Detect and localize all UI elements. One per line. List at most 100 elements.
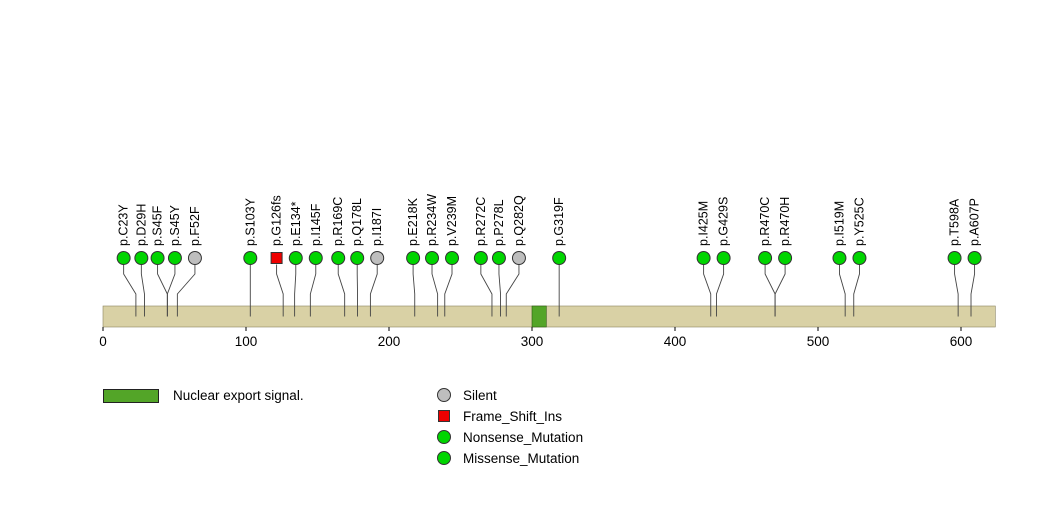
mutation-marker-missense_mutation [445, 251, 460, 265]
mutation-label: p.I187I [370, 208, 384, 246]
legend-item-nonsense_mutation: Nonsense_Mutation [437, 429, 584, 445]
lollipop-stem [176, 264, 196, 317]
mutation-marker-missense_mutation [425, 251, 440, 265]
mutation-label: p.R272C [474, 197, 488, 246]
lollipop-stem [498, 264, 501, 317]
lollipop-stem [166, 264, 176, 317]
lollipop-stem [853, 264, 860, 317]
mutation-marker-missense_mutation [852, 251, 867, 265]
circle-swatch-icon [437, 430, 451, 444]
lollipop-stem [716, 264, 725, 317]
mutation-marker-missense_mutation [716, 251, 731, 265]
lollipop-stem [337, 264, 346, 317]
mutation-label: p.S45F [151, 205, 165, 246]
lollipop-stem [431, 264, 439, 317]
mutation-label: p.T598A [948, 198, 962, 246]
circle-swatch-icon [437, 388, 451, 402]
lollipop-stem [839, 264, 846, 317]
mutation-label: p.S103Y [243, 197, 257, 246]
mutation-label: p.R470C [758, 197, 772, 246]
mutation-marker-missense_mutation [696, 251, 711, 265]
mutation-label: p.C23Y [117, 204, 131, 246]
mutation-marker-missense_mutation [308, 251, 323, 265]
lollipop-stem [369, 264, 378, 317]
square-swatch-icon [438, 410, 450, 422]
mutation-label: p.I145F [309, 203, 323, 246]
mutation-label: p.R470H [778, 197, 792, 246]
mutation-label: p.G126fs [270, 195, 284, 246]
lollipop-stem [703, 264, 712, 317]
lollipop-stem [276, 264, 284, 317]
lollipop-stem [774, 264, 786, 317]
mutation-label: p.Q178L [350, 198, 364, 246]
mutation-label: p.D29H [134, 204, 148, 246]
domain-legend-label: Nuclear export signal. [173, 388, 304, 403]
mutation-marker-silent [370, 251, 385, 265]
axis-tick-label: 100 [235, 334, 258, 349]
axis-tick-label: 500 [807, 334, 830, 349]
lollipop-stem [444, 264, 453, 317]
protein-bar [102, 305, 996, 328]
mutation-marker-missense_mutation [150, 251, 165, 265]
legend-item-missense_mutation: Missense_Mutation [437, 450, 583, 466]
axis-tick-label: 0 [99, 334, 107, 349]
mutation-label: p.E218K [406, 197, 420, 246]
domain-legend-swatch [103, 388, 159, 403]
lollipop-stem [412, 264, 416, 317]
mutation-marker-missense_mutation [967, 251, 982, 265]
mutation-label: p.S45Y [168, 204, 182, 246]
mutation-marker-missense_mutation [552, 251, 567, 265]
lollipop-stem [309, 264, 317, 317]
mutation-label: p.I519M [832, 201, 846, 246]
mutation-label: p.E134* [289, 201, 303, 246]
mutation-label: p.A607P [968, 198, 982, 246]
mutation-marker-silent [511, 251, 526, 265]
mutation-marker-missense_mutation [758, 251, 773, 265]
domain-legend: Nuclear export signal. [103, 388, 304, 403]
lollipop-stem [954, 264, 959, 317]
circle-swatch-icon [437, 451, 451, 465]
mutation-marker-silent [187, 251, 202, 265]
axis-tick-label: 200 [378, 334, 401, 349]
mutation-marker-missense_mutation [832, 251, 847, 265]
mutation-label: p.P278L [492, 199, 506, 246]
mutation-marker-missense_mutation [947, 251, 962, 265]
mutation-marker-missense_mutation [116, 251, 131, 265]
mutation-label: p.R169C [331, 197, 345, 246]
lollipop-stem [140, 264, 145, 317]
legend-item-label: Missense_Mutation [463, 450, 580, 466]
mutation-label: p.I425M [697, 201, 711, 246]
lollipop-stem [294, 264, 297, 317]
mutation-label: p.Y525C [852, 197, 866, 246]
legend-item-label: Nonsense_Mutation [463, 429, 584, 445]
mutation-marker-frame_shift_ins [270, 252, 283, 264]
protein-domain [531, 305, 547, 328]
legend-item-frame_shift_ins: Frame_Shift_Ins [437, 408, 583, 424]
mutation-marker-missense_mutation [778, 251, 793, 265]
lollipop-stem [480, 264, 493, 317]
mutation-marker-missense_mutation [167, 251, 182, 265]
mutation-label: p.G319F [552, 197, 566, 246]
mutation-marker-missense_mutation [473, 251, 488, 265]
mutation-label: p.V239M [445, 196, 459, 246]
legend-item-label: Frame_Shift_Ins [463, 408, 563, 424]
mutation-marker-missense_mutation [491, 251, 506, 265]
lollipop-stem [505, 264, 520, 317]
mutation-marker-missense_mutation [243, 251, 258, 265]
mutation-marker-nonsense_mutation [288, 251, 303, 265]
legend-item-silent: Silent [437, 387, 583, 403]
mutation-marker-missense_mutation [134, 251, 149, 265]
mutation-marker-missense_mutation [331, 251, 346, 265]
lollipop-stem [123, 264, 137, 317]
axis-tick-label: 600 [950, 334, 973, 349]
lollipop-stem [970, 264, 976, 317]
mutation-marker-missense_mutation [350, 251, 365, 265]
mutation-label: p.Q282Q [512, 195, 526, 246]
mutation-label: p.F52F [188, 206, 202, 246]
mutation-marker-missense_mutation [406, 251, 421, 265]
legend-item-label: Silent [463, 387, 497, 403]
axis-tick-label: 300 [521, 334, 544, 349]
